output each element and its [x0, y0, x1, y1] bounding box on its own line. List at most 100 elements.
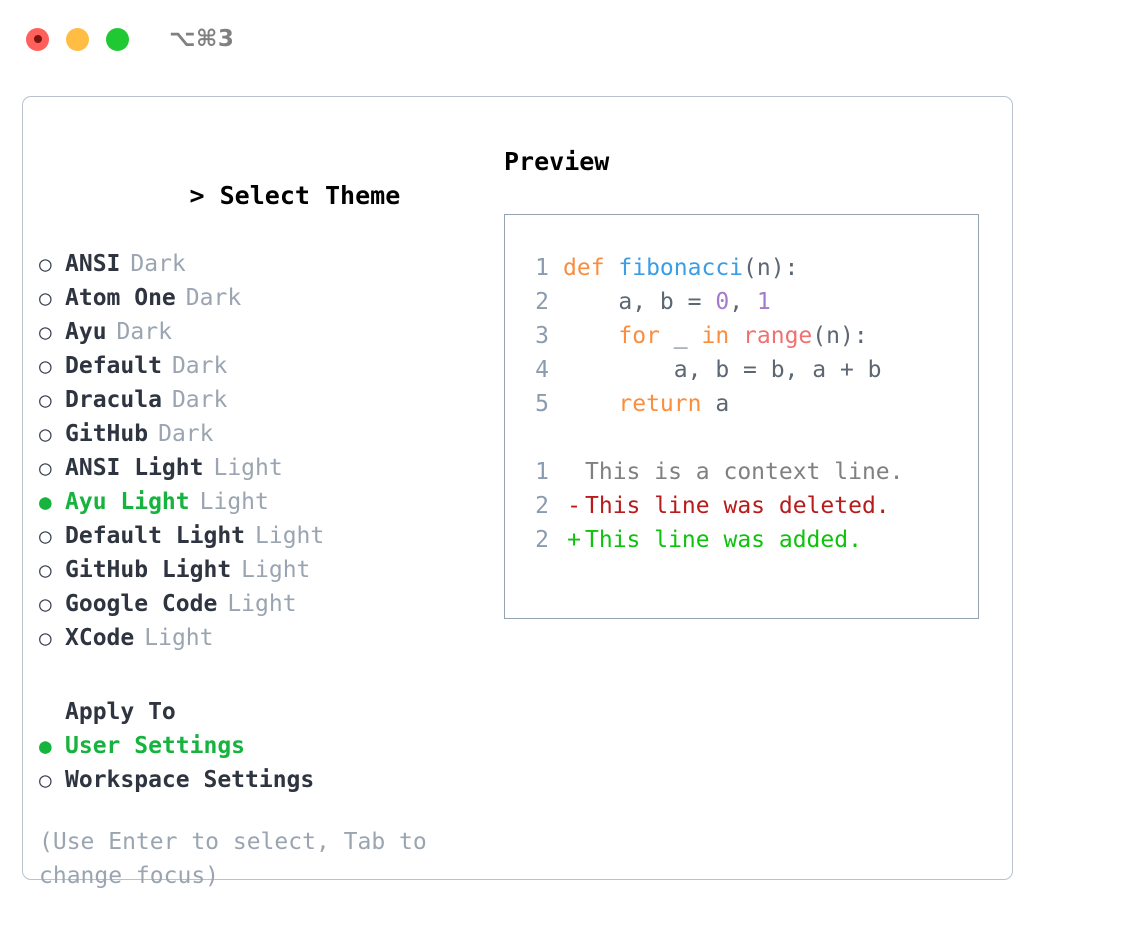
- theme-list-item[interactable]: ○ Dracula Dark: [39, 383, 493, 417]
- code-token: fibonacci: [618, 255, 744, 281]
- apply-to-label: User Settings: [65, 733, 246, 759]
- diff-text: This is a context line.: [585, 459, 904, 485]
- apply-to-heading: Apply To: [65, 699, 176, 725]
- apply-to-label: Workspace Settings: [65, 767, 315, 793]
- close-button[interactable]: [26, 27, 49, 51]
- code-token: _: [659, 323, 702, 349]
- theme-variant: Dark: [130, 251, 186, 277]
- theme-variant: Dark: [171, 353, 228, 379]
- line-number: 5: [535, 391, 549, 417]
- line-number: 2: [535, 289, 549, 315]
- theme-variant: Dark: [171, 387, 228, 413]
- apply-to-option[interactable]: ○ Workspace Settings: [39, 763, 493, 797]
- radio-selected-icon: ●: [39, 490, 52, 514]
- radio-unselected-icon: ○: [39, 456, 52, 480]
- apply-to-option[interactable]: ● User Settings: [39, 729, 493, 763]
- theme-variant: Dark: [116, 319, 172, 345]
- diff-marker: -: [567, 493, 581, 519]
- diff-line: 1 This is a context line.: [515, 455, 978, 489]
- line-number: 3: [535, 323, 549, 349]
- code-line: 1 def fibonacci(n):: [515, 251, 978, 285]
- code-token: (n):: [743, 255, 799, 281]
- diff-text: This line was deleted.: [585, 493, 890, 519]
- code-token: [563, 391, 618, 417]
- theme-name: Default: [65, 353, 162, 379]
- diff-marker: [563, 455, 585, 489]
- code-line: 2 a, b = 0, 1: [515, 285, 978, 319]
- diff-line: 2-This line was deleted.: [515, 489, 978, 523]
- code-token: 1: [756, 289, 771, 315]
- theme-name: Ayu Light: [65, 489, 190, 515]
- code-token: for: [618, 323, 660, 349]
- code-token: a, b =: [563, 289, 716, 315]
- title-bar: ⌥⌘3: [0, 0, 1140, 78]
- theme-name: Dracula: [65, 387, 162, 413]
- apply-to-list: ● User Settings ○ Workspace Settings: [39, 729, 493, 797]
- code-token: [563, 323, 618, 349]
- maximize-button[interactable]: [106, 27, 129, 51]
- theme-list-item[interactable]: ○ Google Code Light: [39, 587, 493, 621]
- code-text: a, b = b, a + b: [563, 353, 882, 387]
- keyboard-hint-text: (Use Enter to select, Tab to change focu…: [39, 829, 441, 889]
- code-token: (n):: [812, 323, 868, 349]
- code-line: 5 return a: [515, 387, 978, 421]
- minimize-button[interactable]: [66, 27, 89, 51]
- radio-unselected-icon: ○: [39, 388, 52, 412]
- theme-list-item[interactable]: ● Ayu Light Light: [39, 485, 493, 519]
- code-token: 0: [715, 289, 730, 315]
- code-token: ,: [729, 289, 757, 315]
- code-text: def fibonacci(n):: [563, 251, 798, 285]
- code-token: [729, 323, 743, 349]
- radio-unselected-icon: ○: [39, 558, 52, 582]
- theme-variant: Light: [241, 557, 311, 583]
- window-controls: [26, 27, 129, 51]
- code-token: a, b = b, a + b: [563, 357, 882, 383]
- line-number: 1: [535, 255, 549, 281]
- line-number: 2: [535, 493, 549, 519]
- prompt-caret: >: [189, 181, 220, 210]
- radio-unselected-icon: ○: [39, 286, 52, 310]
- diff-text: This line was added.: [585, 527, 862, 553]
- line-number: 4: [535, 357, 549, 383]
- theme-name: Atom One: [65, 285, 176, 311]
- code-token: return: [618, 391, 702, 417]
- radio-selected-icon: ●: [39, 734, 52, 758]
- code-token: range: [743, 323, 813, 349]
- select-theme-heading: > Select Theme: [39, 145, 493, 247]
- theme-name: XCode: [65, 625, 135, 651]
- theme-name: Google Code: [65, 591, 218, 617]
- radio-unselected-icon: ○: [39, 320, 52, 344]
- theme-variant: Light: [199, 489, 269, 515]
- theme-variant: Light: [227, 591, 297, 617]
- theme-list-item[interactable]: ○ Ayu Dark: [39, 315, 493, 349]
- preview-heading: Preview: [504, 147, 610, 176]
- radio-unselected-icon: ○: [39, 592, 52, 616]
- theme-name: Ayu: [65, 319, 107, 345]
- line-number: 2: [535, 527, 549, 553]
- code-token: def: [563, 255, 619, 281]
- theme-name: ANSI: [65, 251, 121, 277]
- line-number: 1: [535, 459, 549, 485]
- code-text: for _ in range(n):: [563, 319, 868, 353]
- keyboard-shortcut-label: ⌥⌘3: [169, 26, 235, 52]
- radio-unselected-icon: ○: [39, 768, 52, 792]
- code-text: a, b = 0, 1: [563, 285, 771, 319]
- radio-unselected-icon: ○: [39, 626, 52, 650]
- diff-marker: +: [567, 527, 581, 553]
- radio-unselected-icon: ○: [39, 524, 52, 548]
- code-text: return a: [563, 387, 729, 421]
